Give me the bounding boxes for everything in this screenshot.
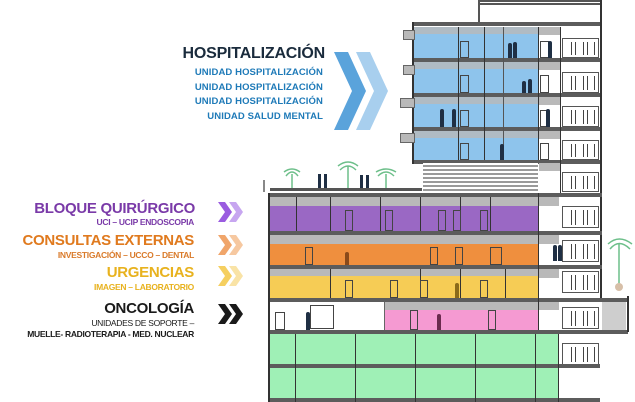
urgencias-sub: IMAGEN – LABORATORIO — [94, 282, 194, 292]
consultas-chevron-icon — [218, 235, 243, 255]
oncologia-title: ONCOLOGÍA — [104, 300, 194, 317]
hospitalizacion-list: UNIDAD HOSPITALIZACIÓN UNIDAD HOSPITALIZ… — [195, 66, 323, 124]
oncologia-chevron-icon — [218, 304, 243, 324]
stair-window — [562, 240, 599, 262]
bloque-quirurgico-sub: UCI – UCIP ENDOSCOPIA — [96, 217, 195, 227]
floor-basement-1 — [270, 334, 558, 364]
urgencias-chevron-icon — [218, 266, 243, 286]
person-figure — [548, 41, 552, 58]
person-figure — [546, 109, 550, 127]
bloque-quirurgico-title: BLOQUE QUIRÚRGICO — [34, 200, 195, 217]
stair-window — [562, 307, 599, 329]
person-figure — [522, 81, 526, 93]
consultas-externas-title: CONSULTAS EXTERNAS — [22, 232, 194, 249]
hospitalizacion-item: UNIDAD SALUD MENTAL — [207, 110, 323, 122]
consultas-externas-sub: INVESTIGACIÓN – UCCO – DENTAL — [57, 250, 194, 260]
stair-window — [562, 343, 599, 365]
quirurgico-chevron-icon — [218, 202, 243, 222]
person-figure — [500, 144, 504, 160]
hospitalizacion-item: UNIDAD HOSPITALIZACIÓN — [194, 81, 323, 93]
stair-window — [562, 172, 599, 192]
hospitalizacion-item: UNIDAD HOSPITALIZACIÓN — [194, 96, 323, 107]
floor-oncologia — [385, 310, 538, 330]
person-figure — [513, 42, 517, 58]
floor-consultas-externas — [270, 244, 538, 265]
hospitalizacion-item: UNIDAD HOSPITALIZACIÓN — [194, 67, 323, 78]
stair-window — [562, 38, 599, 58]
truck-icon — [310, 305, 334, 329]
stair-window — [562, 206, 599, 228]
person-figure — [440, 109, 444, 127]
oncologia-sub2: MUELLE- RADIOTERAPIA - MED. NUCLEAR — [27, 329, 194, 339]
stair-window — [562, 106, 599, 127]
oncologia-sub1: UNIDADES DE SOPORTE – — [91, 318, 194, 328]
urgencias-title: URGENCIAS — [106, 264, 195, 281]
stair-window — [562, 140, 599, 160]
palm-tree-icon — [607, 238, 633, 291]
person-figure — [508, 43, 512, 58]
floor-basement-2 — [270, 368, 558, 398]
person-figure — [528, 79, 532, 93]
hospitalizacion-title: HOSPITALIZACIÓN — [182, 45, 326, 62]
stair-window — [562, 72, 599, 93]
roof-terrace — [270, 188, 422, 191]
building-section — [260, 0, 635, 402]
floor-urgencias — [270, 276, 538, 298]
palm-tree-icon — [283, 161, 397, 188]
person-figure — [452, 109, 456, 127]
stair-window — [562, 271, 599, 293]
hospitalizacion-chevron-icon — [334, 52, 388, 130]
floor-bloque-quirurgico — [270, 206, 538, 231]
louver-panel — [423, 163, 538, 192]
